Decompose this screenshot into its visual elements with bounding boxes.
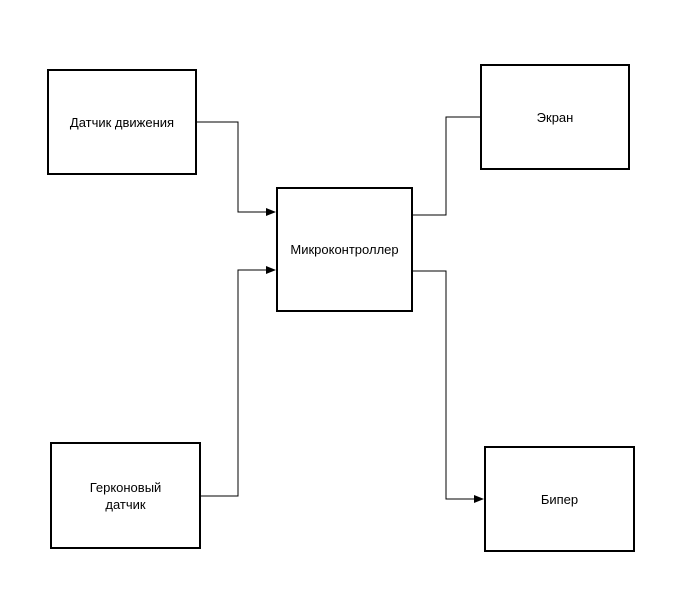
screen-block: Экран xyxy=(480,64,630,170)
connector-mcu-to-screen xyxy=(413,116,480,216)
microcontroller-block: Микроконтроллер xyxy=(276,187,413,312)
reed-sensor-label: Герконовый датчик xyxy=(89,479,162,512)
motion-sensor-label: Датчик движения xyxy=(69,114,175,130)
connector-motion-to-mcu xyxy=(197,121,276,216)
connector-reed-to-mcu xyxy=(201,266,276,497)
reed-sensor-block: Герконовый датчик xyxy=(50,442,201,549)
microcontroller-label: Микроконтроллер xyxy=(290,242,399,257)
beeper-block: Бипер xyxy=(484,446,635,552)
motion-sensor-block: Датчик движения xyxy=(47,69,197,175)
screen-label: Экран xyxy=(536,109,574,125)
connector-mcu-to-beeper xyxy=(413,270,484,503)
beeper-label: Бипер xyxy=(540,491,579,507)
